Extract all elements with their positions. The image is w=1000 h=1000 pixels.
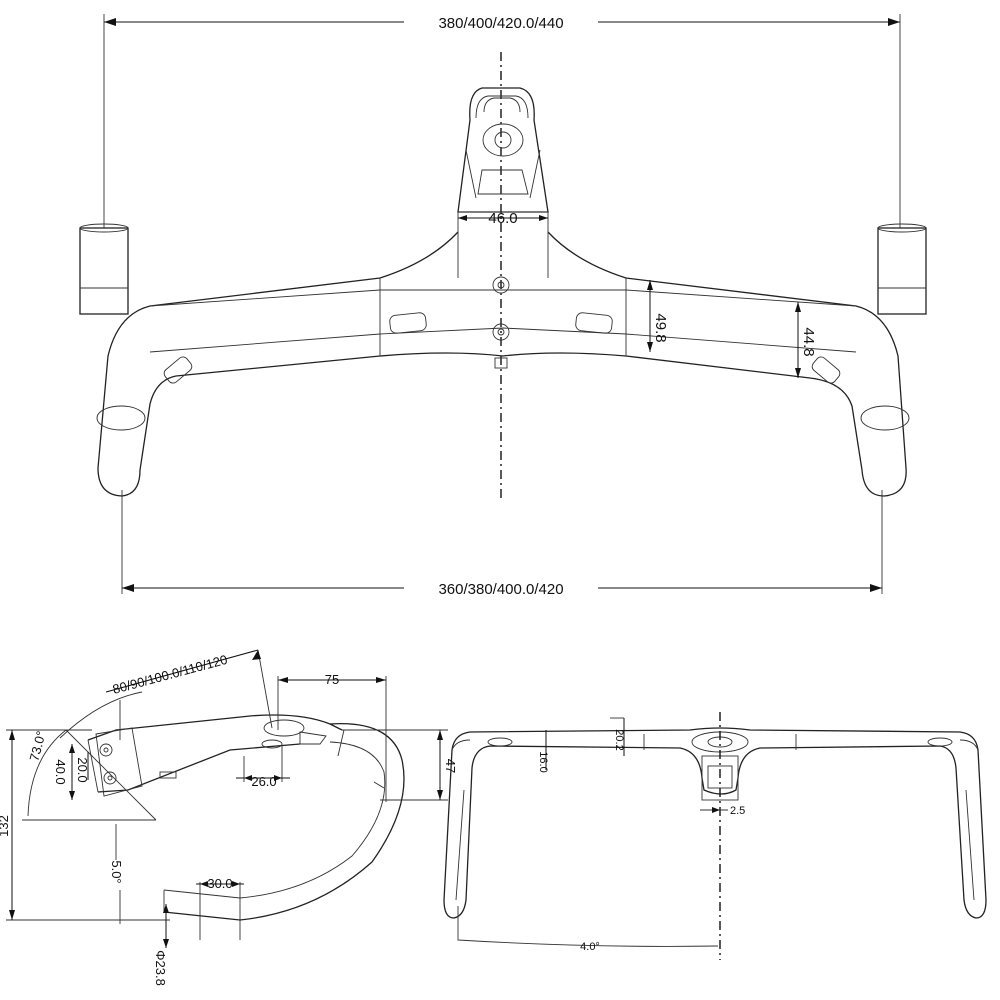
side-drop-outer [163,722,405,921]
side-view: 80/90/100.0/110/120 75 73.0° 40.0 20.0 [0,649,458,986]
rise-dimension: 47 [342,729,458,801]
bolt-spacing-dimension: 40.0 20.0 [53,744,90,800]
bottom-width-dimension: 360/380/400.0/420 [121,490,883,599]
drop-segment-dimension: 30.0 [196,876,244,940]
rear-bar-outline [443,727,987,919]
drop-dimension: 132 [0,729,170,921]
rear-view: 16.0 20.2 2.5 4.0° [443,712,987,960]
rear-outsweep-label: 4.0° [580,941,600,953]
tube-diameter-label: Φ23.8 [153,950,168,986]
side-drop-inner [163,741,386,899]
front-bar [97,231,907,497]
stem-angle-label: 73.0° [26,729,48,762]
top-width-label: 380/400/420.0/440 [438,15,563,32]
top-width-dimension: 380/400/420.0/440 [103,11,901,228]
side-height-dimension: 44.8 [795,302,817,378]
center-height-label: 49.8 [652,313,669,342]
drop-segment-label: 30.0 [207,876,232,891]
center-height-dimension: 49.8 [647,280,669,352]
rear-height-b-dimension: 20.2 [610,717,625,756]
clamp-width-label: 26.0 [251,774,276,789]
rear-offset-label: 2.5 [730,805,745,817]
rear-outsweep-dimension: 4.0° [457,906,719,953]
rear-height-a-dimension: 16.0 [537,730,549,773]
side-height-label: 44.8 [800,327,817,356]
stem-length-label: 80/90/100.0/110/120 [111,652,229,697]
drop-label: 132 [0,815,11,837]
clamp-width-dimension: 26.0 [236,746,290,789]
reach-dimension: 75 [277,672,387,802]
stem-width-label: 46.0 [488,210,517,227]
flare-angle-dimension: 5.0° [109,824,124,924]
bottom-width-label: 360/380/400.0/420 [438,581,563,598]
side-stem [87,714,343,797]
front-stem: 46.0 [457,87,549,232]
front-view: 380/400/420.0/440 46.0 [79,11,927,599]
reach-label: 75 [325,672,339,687]
bolt-spacing-label: 40.0 [53,759,68,784]
stem-length-dimension: 80/90/100.0/110/120 [59,649,273,740]
flare-angle-label: 5.0° [109,860,124,883]
front-bar-ends [79,223,927,431]
tube-diameter-dimension: Φ23.8 [153,904,169,986]
rear-offset-dimension: 2.5 [700,805,745,817]
rear-height-b-label: 20.2 [613,729,625,750]
bolt-spacing-small-label: 20.0 [75,757,90,782]
rear-height-a-label: 16.0 [537,751,549,772]
